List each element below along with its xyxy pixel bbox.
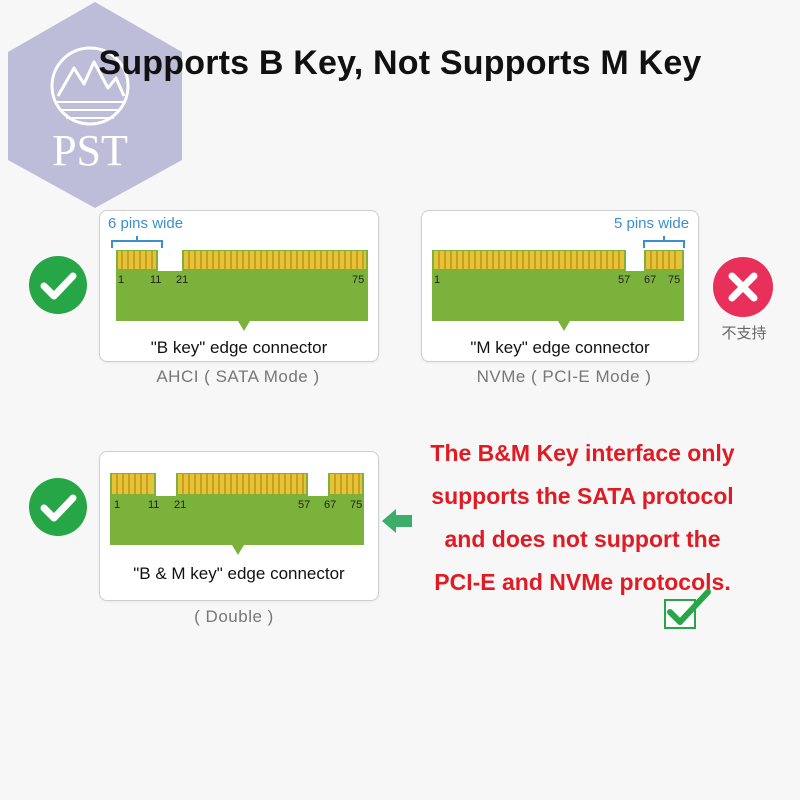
arrow-left-icon [380, 507, 414, 540]
m-key-label: "M key" edge connector [470, 338, 650, 357]
pin-label: 75 [352, 274, 364, 286]
m-key-connector-diagram: 5 pins wide 1 57 67 75 [432, 215, 689, 331]
notice-line: supports the SATA protocol [431, 483, 734, 509]
pin-label: 21 [174, 499, 186, 511]
check-circle-icon [28, 255, 88, 320]
bm-key-label: "B & M key" edge connector [133, 564, 345, 583]
check-circle-icon [28, 477, 88, 542]
b-key-card: 6 pins wide 1 11 21 75 "B key" edge conn… [99, 210, 379, 362]
b-key-width-note: 6 pins wide [108, 215, 183, 232]
not-supported-label: 不支持 [721, 325, 767, 342]
notice-line: and does not support the [444, 526, 721, 552]
pin-label: 67 [644, 274, 656, 286]
pin-label: 57 [298, 499, 310, 511]
pin-label: 75 [350, 499, 362, 511]
pin-label: 67 [324, 499, 336, 511]
m-key-width-note: 5 pins wide [614, 215, 689, 232]
b-key-connector-diagram: 6 pins wide 1 11 21 75 [108, 215, 368, 331]
bm-key-card: 1 11 21 57 67 75 "B & M key" edge connec… [99, 451, 379, 601]
bm-key-connector-diagram: 1 11 21 57 67 75 [110, 473, 364, 555]
pst-logo: PST [0, 0, 190, 210]
b-key-label: "B key" edge connector [150, 338, 328, 357]
notice-line: The B&M Key interface only [430, 440, 735, 466]
pin-label: 1 [434, 274, 440, 286]
pin-label: 1 [118, 274, 124, 286]
checkbox-check-icon [662, 588, 714, 635]
pin-label: 75 [668, 274, 680, 286]
pin-label: 11 [148, 499, 159, 511]
pin-label: 1 [114, 499, 120, 511]
b-key-mode: AHCI ( SATA Mode ) [156, 367, 320, 386]
compatibility-notice: The B&M Key interface only supports the … [405, 432, 760, 604]
notice-line: PCI-E and NVMe protocols. [434, 569, 731, 595]
pin-label: 57 [618, 274, 630, 286]
m-key-mode: NVMe ( PCI-E Mode ) [476, 367, 652, 386]
m-key-card: 5 pins wide 1 57 67 75 "M key" edge conn… [421, 210, 699, 362]
page-title: Supports B Key, Not Supports M Key [98, 44, 702, 82]
bm-key-mode: ( Double ) [194, 607, 274, 626]
pin-label: 21 [176, 274, 188, 286]
logo-text: PST [52, 126, 128, 175]
pin-label: 11 [150, 274, 161, 286]
cross-circle-icon [712, 256, 774, 323]
